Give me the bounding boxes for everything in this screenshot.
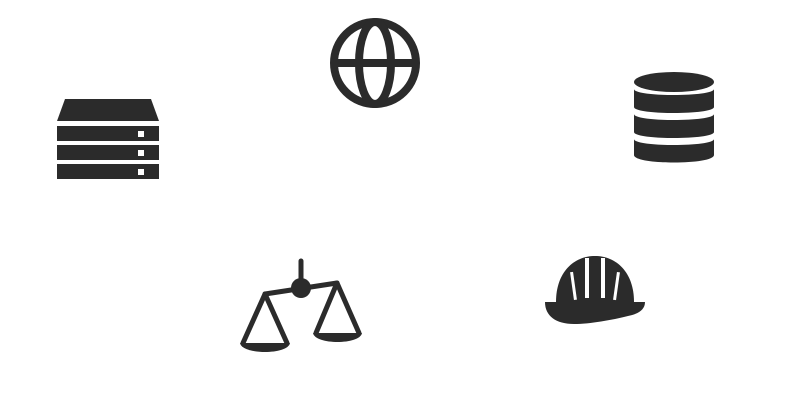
scales-of-justice-icon xyxy=(238,257,364,361)
globe-icon xyxy=(328,16,422,110)
database-icon xyxy=(630,70,718,166)
server-rack-icon xyxy=(55,97,161,183)
hard-hat-icon xyxy=(542,252,648,330)
